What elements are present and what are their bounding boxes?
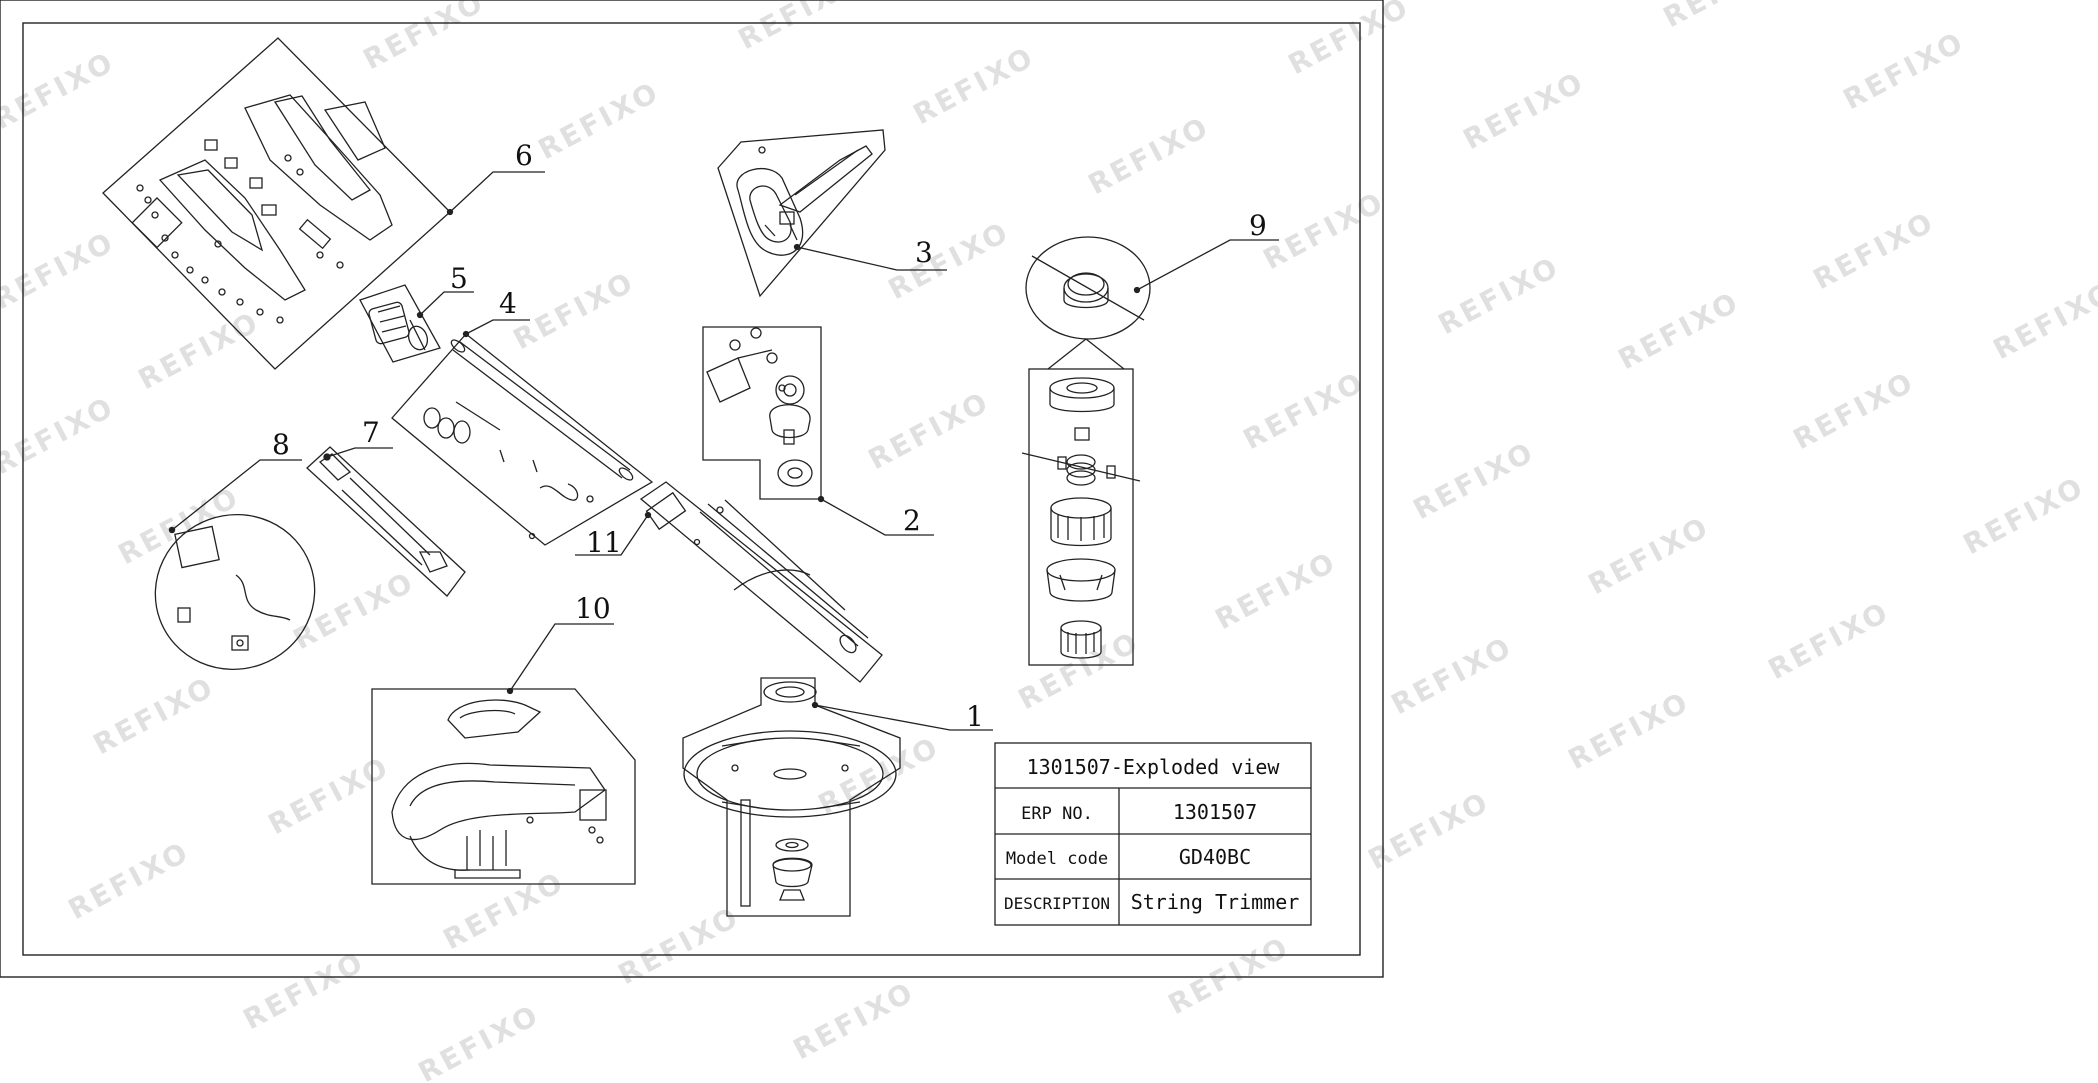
watermark: REFIXO: [1763, 595, 1896, 686]
description-label: DESCRIPTION: [1004, 894, 1110, 913]
watermark: REFIXO: [358, 0, 491, 76]
part-3-front-handle: [717, 129, 886, 298]
watermark: REFIXO: [1988, 275, 2098, 366]
leader-dot-11: [644, 511, 652, 519]
watermark: REFIXO: [238, 945, 371, 1036]
watermark: REFIXO: [1408, 435, 1541, 526]
callout-11: 11: [586, 526, 622, 559]
callout-8: 8: [272, 428, 290, 461]
leader-dot-6: [446, 208, 454, 216]
watermark: REFIXO: [0, 45, 120, 136]
part-11-lower-shaft: [639, 481, 883, 683]
callout-7: 7: [362, 416, 380, 449]
erp-no-label: ERP NO.: [1021, 804, 1093, 824]
leader-dot-10: [506, 687, 514, 695]
leader-line-10: [509, 623, 614, 692]
leader-dot-9: [1133, 286, 1141, 294]
watermark: REFIXO: [533, 75, 666, 166]
leader-dot-7: [323, 453, 331, 461]
watermark: REFIXO: [1386, 630, 1519, 721]
title-block: 1301507-Exploded view ERP NO. 1301507 Mo…: [994, 742, 1312, 926]
leader-line-3: [796, 246, 947, 271]
watermark: REFIXO: [1210, 545, 1343, 636]
watermark: REFIXO: [1433, 250, 1566, 341]
leader-dot-1: [811, 701, 819, 709]
watermark: REFIXO: [0, 225, 120, 316]
watermark: REFIXO: [863, 385, 996, 476]
part-6-housing-assembly: [102, 37, 451, 370]
watermark: REFIXO: [88, 670, 221, 761]
watermark: REFIXO: [1458, 65, 1591, 156]
watermark: REFIXO: [883, 215, 1016, 306]
watermark: REFIXO: [1258, 185, 1391, 276]
part-9-trimmer-head: [1021, 236, 1151, 666]
leader-line-11: [575, 514, 649, 556]
watermark: REFIXO: [1013, 625, 1146, 716]
leader-dot-2: [817, 495, 825, 503]
leader-line-1: [814, 704, 993, 731]
callout-9: 9: [1249, 209, 1267, 242]
part-10-guard: [371, 688, 636, 885]
watermark: REFIXO: [63, 835, 196, 926]
model-code-label: Model code: [1006, 849, 1108, 869]
part-4-upper-shaft: [391, 333, 654, 546]
leader-dot-3: [793, 243, 801, 251]
watermark: REFIXO: [413, 998, 546, 1083]
leader-line-2: [820, 498, 934, 536]
leader-line-6: [449, 171, 545, 213]
watermark: REFIXO: [508, 265, 641, 356]
watermark: REFIXO: [788, 975, 921, 1066]
watermark: REFIXO: [1613, 285, 1746, 376]
part-5-motor: [359, 284, 441, 363]
description-value: String Trimmer: [1131, 890, 1300, 914]
watermark: REFIXO: [1788, 365, 1921, 456]
part-2-coupling: [702, 326, 822, 500]
inner-frame: [22, 22, 1361, 956]
watermark: REFIXO: [263, 750, 396, 841]
watermark: REFIXO: [1583, 510, 1716, 601]
part-8-wiring: [154, 513, 316, 671]
leader-line-5: [419, 291, 474, 316]
watermark: REFIXO: [288, 565, 421, 656]
watermark: REFIXO: [1563, 685, 1696, 776]
leader-dot-8: [168, 526, 176, 534]
leader-line-4: [465, 319, 530, 335]
watermark: REFIXO: [133, 305, 266, 396]
callout-10: 10: [575, 592, 611, 625]
title-block-title: 1301507-Exploded view: [1027, 755, 1281, 779]
erp-no-value: 1301507: [1173, 800, 1257, 824]
callout-2: 2: [903, 504, 921, 537]
leader-line-7: [326, 447, 393, 458]
watermark: REFIXO: [1163, 930, 1296, 1021]
watermark: REFIXO: [113, 480, 246, 571]
callout-6: 6: [515, 139, 533, 172]
model-code-value: GD40BC: [1179, 845, 1251, 869]
leader-dot-4: [462, 330, 470, 338]
watermark: REFIXO: [813, 730, 946, 821]
callout-1: 1: [966, 700, 984, 733]
callout-3: 3: [915, 236, 933, 269]
watermark: REFIXO: [1808, 205, 1941, 296]
watermark: REFIXO: [1283, 0, 1416, 81]
watermark: REFIXO: [1958, 470, 2091, 561]
watermark: REFIXO: [1238, 365, 1371, 456]
callout-4: 4: [499, 287, 517, 320]
watermark: REFIXO: [0, 390, 120, 481]
watermark: REFIXO: [733, 0, 866, 56]
watermark: REFIXO: [1838, 25, 1971, 116]
leader-line-8: [171, 459, 302, 531]
watermark: REFIXO: [1083, 110, 1216, 201]
watermark: REFIXO: [908, 40, 1041, 131]
leader-line-9: [1136, 239, 1279, 291]
leader-dot-5: [416, 311, 424, 319]
watermark: REFIXO: [1658, 0, 1791, 34]
callout-5: 5: [450, 262, 468, 295]
part-7-cover-strip: [306, 446, 466, 597]
outer-frame: [0, 0, 1384, 978]
